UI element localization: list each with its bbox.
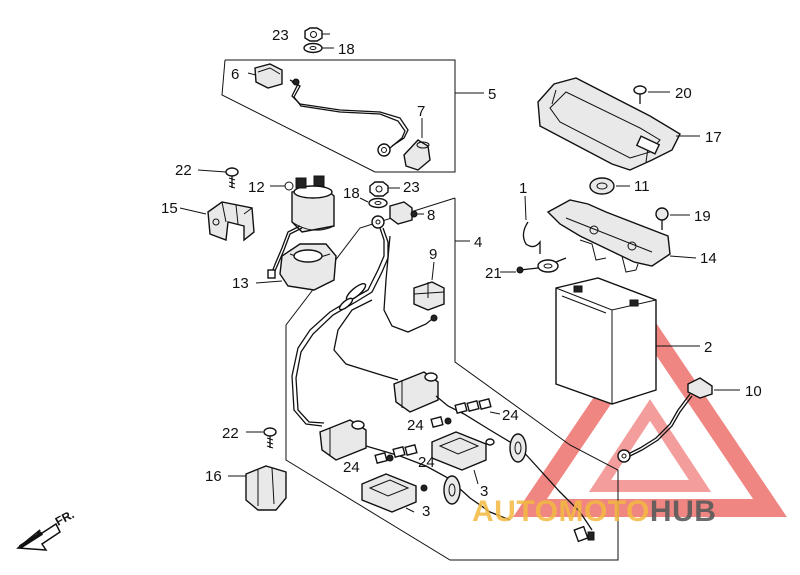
callout-18-mid: 18: [343, 185, 360, 202]
terminal-cover-6: [254, 63, 283, 89]
ring-terminal-6: [377, 143, 391, 157]
callout-3-upper: 3: [480, 483, 488, 500]
battery-cable-10: [617, 377, 713, 463]
watermark-text-part1: AUTOMOTO: [472, 495, 650, 528]
callout-4: 4: [474, 234, 482, 251]
terminal-boot-7: [403, 139, 431, 171]
fuse-24-a: [454, 397, 492, 415]
callout-19: 19: [694, 208, 711, 225]
washer-18-top: [303, 42, 323, 54]
grommet-lower: [443, 475, 461, 505]
callout-13: 13: [232, 275, 249, 292]
nut-23-mid: [369, 181, 389, 197]
relay-cover-13: [279, 243, 337, 291]
callout-16: 16: [205, 468, 222, 485]
connector-8: [389, 201, 418, 225]
grommet-11: [589, 177, 615, 195]
fuse-box-3-lower: [361, 473, 428, 513]
callout-9: 9: [429, 246, 437, 263]
grommet-upper: [509, 433, 527, 463]
battery-tray-14: [546, 199, 671, 273]
wire-harness-4: [291, 215, 437, 427]
callout-10: 10: [745, 383, 762, 400]
callout-12: 12: [248, 179, 265, 196]
callout-21: 21: [485, 265, 502, 282]
callout-6: 6: [231, 66, 239, 83]
callout-7: 7: [417, 103, 425, 120]
watermark-logo: [513, 313, 787, 517]
screw-22-upper: [225, 167, 239, 189]
callout-24-b: 24: [407, 417, 424, 434]
starter-relay-12: [284, 175, 335, 233]
watermark-triangle-outer: [513, 313, 787, 517]
front-direction-arrow: FR.: [16, 507, 76, 551]
callout-24-c: 24: [343, 459, 360, 476]
callout-24-a: 24: [502, 407, 519, 424]
callout-14: 14: [700, 250, 717, 267]
callout-2: 2: [704, 339, 712, 356]
connector-bottom: [573, 525, 595, 543]
callout-18: 18: [338, 41, 355, 58]
clip-16: [245, 465, 287, 511]
washer-18-mid: [368, 197, 388, 209]
callout-5: 5: [488, 86, 496, 103]
watermark-triangle-inner: [588, 399, 712, 492]
callout-23-mid: 23: [403, 179, 420, 196]
callout-17: 17: [705, 129, 722, 146]
fuse-holder-lower: [319, 419, 367, 461]
battery-2: [555, 277, 657, 405]
clamp-21: [516, 257, 567, 274]
fuse-24-c: [374, 451, 394, 465]
callout-3-lower: 3: [422, 503, 430, 520]
nut-23-top: [304, 27, 323, 42]
screw-22-lower: [263, 427, 277, 449]
callout-22-lower: 22: [222, 425, 239, 442]
callout-11: 11: [634, 178, 650, 195]
cable-6-7: [289, 79, 409, 147]
watermark-text: AUTOMOTOHUB: [472, 495, 716, 528]
connector-9: [413, 281, 445, 322]
fuse-24-d: [392, 443, 418, 459]
group-outline-5: [221, 59, 456, 173]
fuse-holder-upper: [393, 371, 439, 413]
bolt-19: [655, 207, 669, 230]
fuse-box-3-upper: [431, 431, 495, 471]
fuse-24-b: [430, 415, 452, 429]
callout-1: 1: [519, 180, 527, 197]
bracket-15: [207, 201, 255, 242]
callout-22: 22: [175, 162, 192, 179]
callout-20: 20: [675, 85, 692, 102]
callout-23: 23: [272, 27, 289, 44]
callout-24-d: 24: [418, 454, 435, 471]
watermark-text-part2: HUB: [650, 495, 717, 528]
battery-cover-17: [537, 77, 681, 171]
band-1: [522, 221, 541, 254]
bolt-20: [633, 85, 647, 104]
callout-8: 8: [427, 207, 435, 224]
callout-15: 15: [161, 200, 178, 217]
